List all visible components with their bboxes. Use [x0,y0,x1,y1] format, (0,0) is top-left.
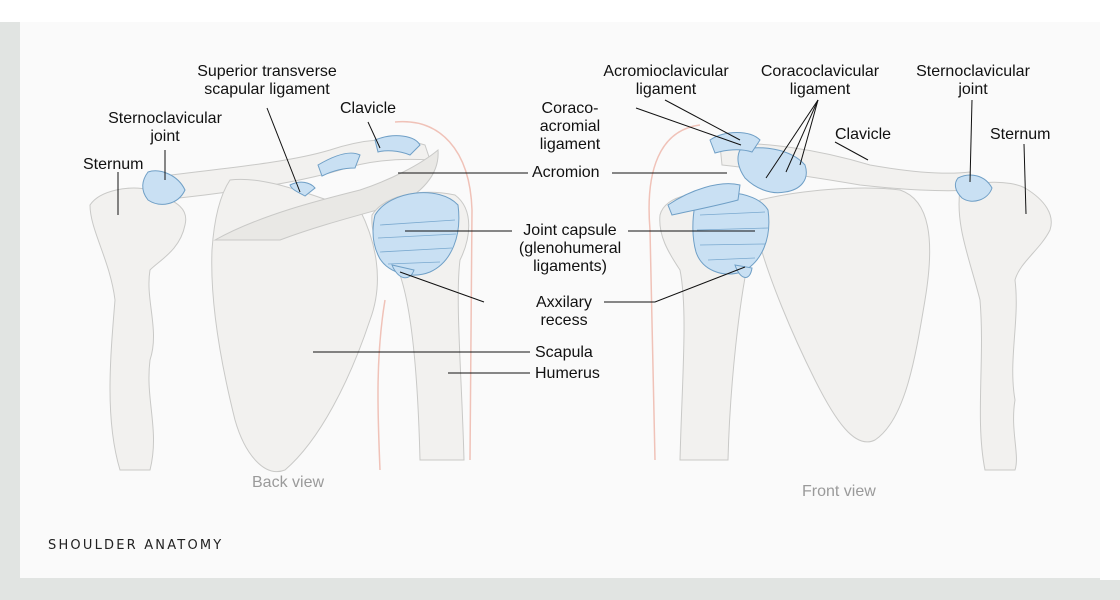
leader-sternoclavicular-front [969,99,973,183]
label-sternum-front: Sternum [990,126,1051,143]
back-joint-capsule [372,192,460,276]
label-sternoclavicular-joint-front: Sternoclavicular joint [916,63,1030,98]
leader-coracoclavicular-a [785,99,819,173]
label-sternum-back: Sternum [83,156,144,173]
front-coracoacromial-lig [667,183,741,216]
acromion-bone [213,148,439,241]
front-view-figure [648,124,1052,471]
label-coracoacromial-ligament: Coraco- acromial ligament [539,100,601,153]
back-sternum-bone [89,187,187,471]
label-acromion: Acromion [532,164,600,181]
front-view-caption: Front view [802,483,876,500]
front-coracoclavicular-lig [737,147,807,194]
back-axillary-recess [391,264,415,279]
footer-title: SHOULDER ANATOMY [48,538,224,553]
leader-acromioclavicular [664,99,741,141]
label-acromioclavicular-ligament: Acromioclavicular ligament [603,63,729,98]
back-skin-outline [394,120,473,461]
leader-sternum-front [1023,143,1027,215]
label-sternoclavicular-joint-back: Sternoclavicular joint [108,110,222,145]
leader-coracoacromial [635,107,742,146]
label-joint-capsule: Joint capsule (glenohumeral ligaments) [518,222,622,275]
right-border [1100,0,1120,580]
front-scapula-bone [759,187,931,443]
top-border [0,0,1120,22]
back-clavicle-ligaments [317,152,361,177]
back-ac-lig [374,135,421,156]
leader-axillary-left [399,271,485,303]
leader-clavicle-front [834,141,869,161]
label-scapula: Scapula [535,344,593,361]
leader-axillary-right [604,266,746,303]
label-axxilary-recess: Axxilary recess [535,294,592,329]
front-sternum-bone [958,181,1052,471]
label-superior-transverse-scapular-ligament: Superior transverse scapular ligament [197,63,337,98]
leader-coracoclavicular-b [799,99,819,166]
back-view-figure [89,120,473,472]
label-clavicle-back: Clavicle [340,100,397,117]
front-sternoclavicular-lig [954,174,993,202]
label-humerus: Humerus [535,365,600,382]
back-superior-transverse-lig [289,181,316,197]
front-axillary-recess [734,264,753,278]
leader-superior-transverse [266,107,301,193]
leader-lines [117,99,1027,374]
label-coracoclavicular-ligament: Coracoclavicular ligament [760,63,880,98]
back-view-caption: Back view [252,474,325,491]
label-clavicle-front: Clavicle [835,126,892,143]
leader-coracoclavicular-c [765,99,819,179]
back-arm-outline [377,299,386,471]
leader-clavicle-back [367,121,381,149]
back-sternoclavicular-lig [142,170,186,205]
front-skin-outline [648,124,701,461]
